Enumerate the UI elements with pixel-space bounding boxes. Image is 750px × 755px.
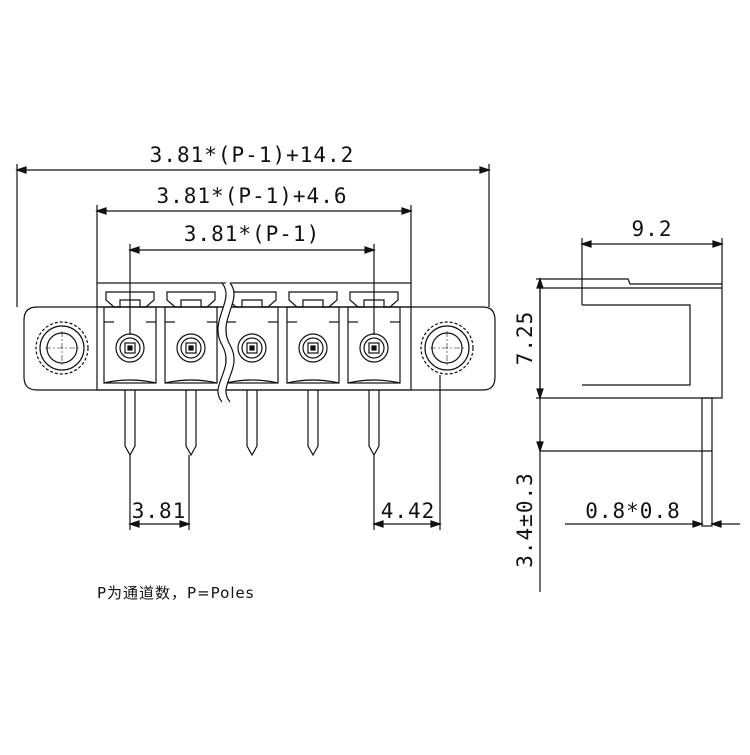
housing-body <box>96 282 412 391</box>
pole-4 <box>286 291 340 457</box>
dim-depth: 9.2 <box>632 217 673 241</box>
latch <box>288 291 338 308</box>
dim-height: 7.25 <box>513 311 537 366</box>
break-line <box>218 280 234 405</box>
dim-pin-length-line <box>536 398 712 592</box>
pole-2 <box>164 291 218 457</box>
dim-housing: 3.81*(P-1)+4.6 <box>156 184 347 208</box>
front-view: 3.81*(P-1)+14.2 3.81*(P-1)+4.6 3.81*(P-1… <box>15 143 496 530</box>
dim-pitch-line <box>128 455 191 530</box>
side-body <box>539 278 723 399</box>
right-screw-icon <box>420 321 474 375</box>
latch <box>349 291 399 308</box>
pin <box>185 390 197 457</box>
dim-pin-length: 3.4±0.3 <box>513 472 537 568</box>
screw-icon <box>237 333 267 363</box>
left-screw-icon <box>35 321 89 375</box>
cell <box>225 306 279 384</box>
dim-end-offset-line <box>372 375 442 530</box>
pole-3 <box>225 291 279 457</box>
screw-icon <box>176 333 206 363</box>
screw-icon <box>298 333 328 363</box>
dim-end-offset: 4.42 <box>381 499 436 523</box>
side-view: 9.2 7.25 3.4±0.3 0.8*0.8 <box>513 217 740 592</box>
pole-group <box>103 291 401 457</box>
cell <box>164 306 218 384</box>
cell <box>286 306 340 384</box>
dim-housing-line <box>95 205 413 283</box>
latch <box>105 291 155 308</box>
dim-overall: 3.81*(P-1)+14.2 <box>150 143 355 167</box>
pin <box>124 390 136 457</box>
latch <box>166 291 216 308</box>
dim-pitch: 3.81 <box>132 499 187 523</box>
side-pin <box>701 397 713 527</box>
dim-pin-section: 0.8*0.8 <box>585 499 681 523</box>
dim-depth-line <box>580 238 724 284</box>
mounting-flange <box>23 306 496 391</box>
dim-pin-section-line <box>565 520 740 528</box>
pin <box>246 390 258 457</box>
dim-height-line <box>536 277 544 400</box>
dim-pitch-span-line <box>128 244 376 335</box>
latch <box>227 291 277 308</box>
dim-pitch-span: 3.81*(P-1) <box>184 222 320 246</box>
pin <box>368 390 380 457</box>
pin <box>307 390 319 457</box>
note-text: P为通道数，P=Poles <box>97 584 255 602</box>
dim-overall-line <box>15 164 491 307</box>
